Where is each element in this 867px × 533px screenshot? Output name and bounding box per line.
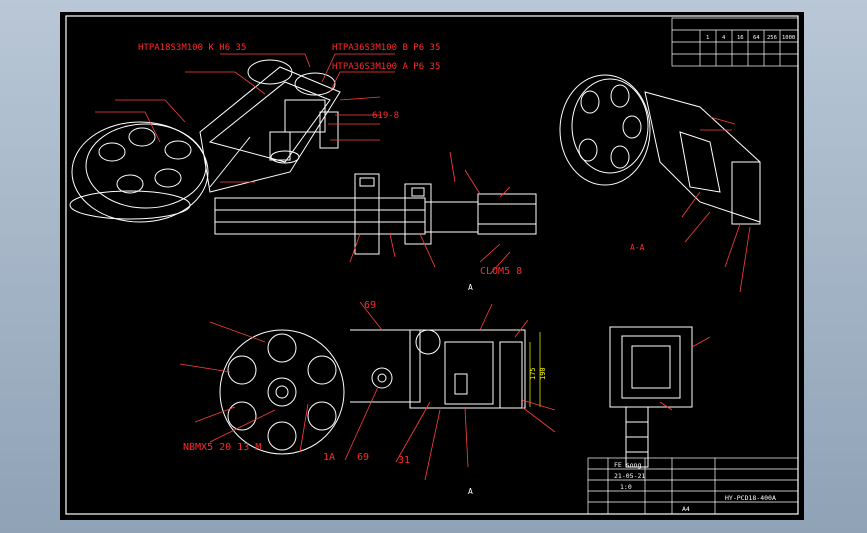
param-col: 16 bbox=[737, 35, 744, 41]
side-text: CLOM5 8 bbox=[480, 266, 522, 277]
hub bbox=[267, 377, 297, 407]
nut bbox=[270, 150, 300, 164]
motor-bracket bbox=[354, 173, 380, 255]
iso-leaders bbox=[95, 53, 395, 183]
belt-label-top: HTPA18S3M100 K H6 35 bbox=[138, 43, 246, 53]
tensioner-post bbox=[269, 131, 291, 161]
small-pulley-front bbox=[371, 367, 393, 389]
stepper-motor bbox=[477, 193, 537, 235]
pulley-hole bbox=[164, 140, 192, 160]
param-col: 1 bbox=[706, 35, 709, 41]
front-view bbox=[219, 329, 526, 455]
date: 21-05-21 bbox=[614, 472, 645, 480]
pulley-hole bbox=[154, 168, 182, 188]
view-label-aa: A-A bbox=[630, 243, 645, 252]
iso-view bbox=[69, 59, 341, 223]
side-leaders bbox=[349, 151, 511, 275]
scale: 1:0 bbox=[620, 483, 632, 491]
param-col: 256 bbox=[767, 35, 777, 41]
gear-box bbox=[444, 341, 494, 405]
item-1a: 1A bbox=[323, 452, 335, 463]
item-69a: 69 bbox=[364, 300, 376, 311]
item-31: 31 bbox=[398, 455, 410, 466]
front-leaders bbox=[179, 301, 556, 481]
bearing-label: 619-8 bbox=[372, 111, 399, 121]
title-block bbox=[587, 457, 799, 515]
sheet-size: A4 bbox=[682, 505, 690, 513]
param-col: 64 bbox=[753, 35, 760, 41]
section-view bbox=[609, 326, 693, 468]
pulley-hole bbox=[267, 333, 297, 363]
dim-175: 175 bbox=[529, 367, 537, 380]
belt-body bbox=[214, 197, 426, 235]
big-pulley-iso bbox=[71, 121, 209, 223]
param-table bbox=[671, 17, 799, 67]
big-pulley-front bbox=[219, 329, 345, 455]
clamp-label: CLOM5 8 bbox=[480, 266, 522, 277]
pulley-hole bbox=[128, 127, 156, 147]
drawn-by: FE song bbox=[614, 461, 641, 469]
right-motor bbox=[731, 161, 761, 225]
param-col: 4 bbox=[722, 35, 726, 41]
dim-190: 190 bbox=[539, 367, 547, 380]
front-plate bbox=[350, 329, 421, 403]
cad-drawing: HTPA18S3M100 K H6 35 HTPA36S3M100 B P6 3… bbox=[65, 15, 799, 515]
drawing-number: HY-PCD18-400A bbox=[725, 494, 776, 502]
big-pulley-face bbox=[85, 123, 207, 209]
pulley-hole bbox=[227, 355, 257, 385]
section-leaders bbox=[659, 336, 711, 411]
belt-label-b: HTPA36S3M100 B P6 35 bbox=[332, 43, 440, 53]
drawing-frame bbox=[65, 15, 799, 515]
right-body bbox=[644, 91, 761, 223]
pulley-groove bbox=[69, 190, 191, 220]
drawing-sheet: HTPA18S3M100 K H6 35 HTPA36S3M100 B P6 3… bbox=[60, 12, 804, 520]
pulley-right-iso bbox=[559, 74, 651, 186]
arm bbox=[209, 136, 251, 188]
pulley-hole bbox=[267, 421, 297, 451]
pulley-hole bbox=[307, 355, 337, 385]
coupling bbox=[424, 201, 479, 233]
key-label: NBMX5 20 13 M bbox=[183, 442, 261, 453]
section-mark-bottom: A bbox=[468, 487, 473, 496]
front-text: NBMX5 20 13 M 1A 31 69 69 bbox=[183, 300, 410, 466]
pulley-hole bbox=[227, 401, 257, 431]
mid-pulley-iso bbox=[294, 72, 336, 96]
front-dim-text: 175 190 bbox=[529, 367, 547, 380]
front-dims bbox=[529, 332, 541, 407]
pulley-hole bbox=[307, 401, 337, 431]
title-block-frame bbox=[587, 457, 799, 515]
motor-flange bbox=[404, 183, 432, 245]
motor-housing bbox=[409, 329, 526, 409]
param-col: 1000 bbox=[782, 35, 795, 41]
plate-inner bbox=[208, 81, 331, 163]
belt-label-a: HTPA36S3M100 A P6 35 bbox=[332, 62, 440, 72]
right-leaders bbox=[681, 116, 751, 293]
pulley-hole bbox=[116, 174, 144, 194]
iso-text: HTPA18S3M100 K H6 35 HTPA36S3M100 B P6 3… bbox=[138, 43, 440, 121]
section-mark-top: A bbox=[468, 283, 473, 292]
support-post bbox=[319, 111, 339, 149]
title-block-text: FE song 21-05-21 1:0 HY-PCD18-400A A4 bbox=[614, 461, 776, 513]
bearing-block bbox=[284, 99, 326, 133]
right-iso bbox=[559, 74, 761, 225]
small-pulley-iso bbox=[247, 59, 293, 85]
item-69b: 69 bbox=[357, 452, 369, 463]
idler bbox=[415, 329, 441, 355]
section-housing bbox=[609, 326, 693, 408]
param-table-header: 1 4 16 64 256 1000 bbox=[706, 35, 795, 41]
pulley-hole bbox=[98, 142, 126, 162]
side-view bbox=[214, 173, 537, 255]
